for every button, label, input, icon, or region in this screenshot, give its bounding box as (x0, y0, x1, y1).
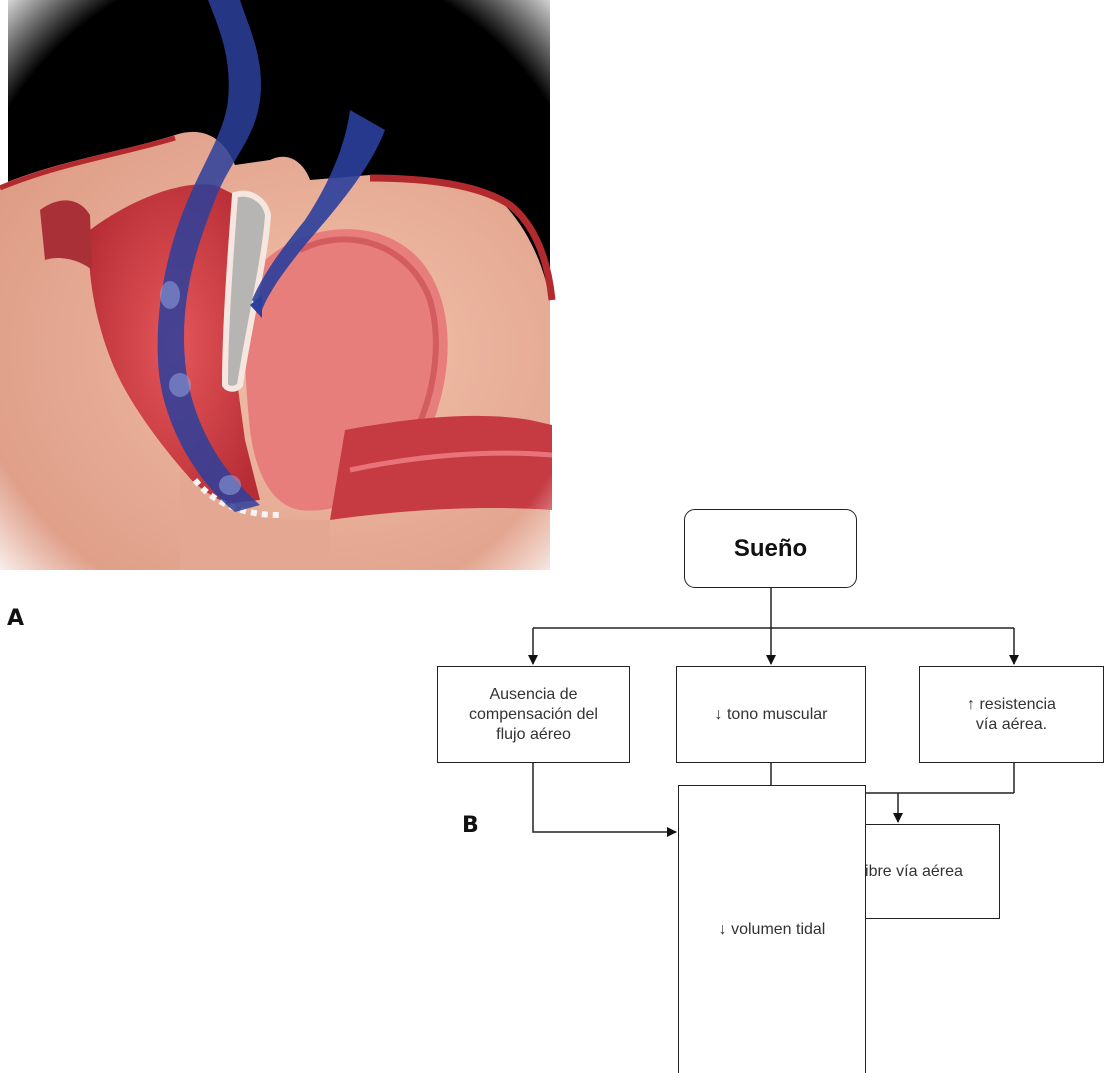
node-tono-muscular: ↓ tono muscular (676, 666, 866, 763)
arrow-ausencia-to-volumen (533, 763, 676, 832)
node-volumen-tidal: ↓ volumen tidal (678, 785, 866, 1073)
node-sueno: Sueño (684, 509, 857, 588)
node-ausencia-compensacion: Ausencia de compensación del flujo aéreo (437, 666, 630, 763)
node-resistencia-via-aerea: ↑ resistencia vía aérea. (919, 666, 1104, 763)
